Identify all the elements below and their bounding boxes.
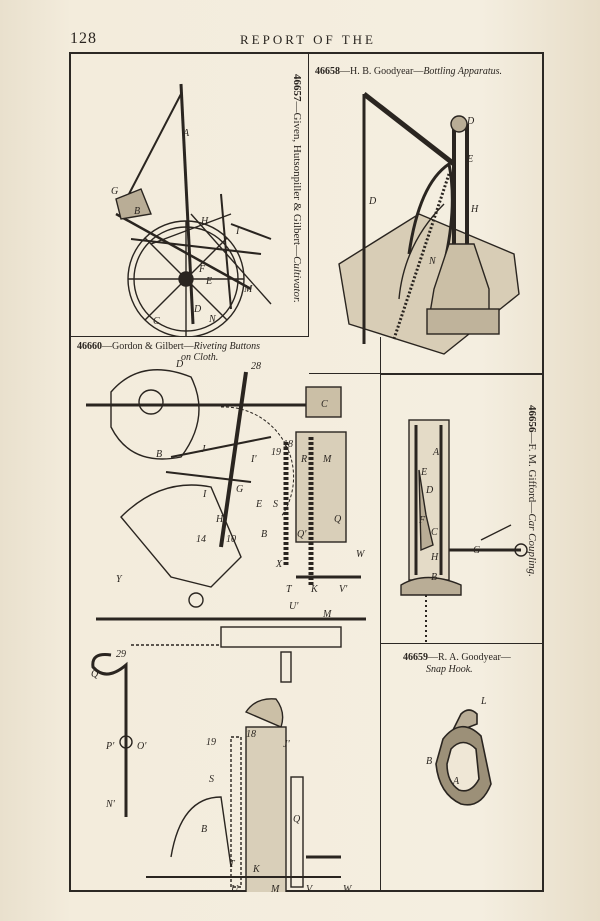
svg-text:29: 29 — [116, 649, 126, 660]
svg-text:C: C — [153, 316, 160, 327]
page-number: 128 — [70, 30, 97, 47]
svg-text:M: M — [322, 454, 332, 465]
svg-text:U: U — [231, 884, 239, 892]
svg-text:V: V — [306, 884, 314, 892]
caption-46660: 46660—Gordon & Gilbert—Riveting Buttons — [77, 341, 261, 352]
svg-text:N: N — [428, 256, 437, 267]
svg-text:M: M — [322, 609, 332, 620]
svg-text:E: E — [255, 499, 262, 510]
svg-text:19: 19 — [271, 447, 281, 458]
svg-text:O': O' — [137, 741, 147, 752]
svg-text:H: H — [430, 552, 439, 563]
svg-text:E: E — [466, 154, 473, 165]
svg-text:M: M — [243, 284, 253, 295]
svg-text:B: B — [426, 756, 432, 767]
svg-text:B: B — [156, 449, 162, 460]
figure-bottling-apparatus: 46658—H. B. Goodyear—Bottling Apparatus. — [309, 54, 544, 374]
svg-text:10: 10 — [226, 534, 236, 545]
svg-text:Q: Q — [91, 669, 99, 680]
svg-text:H: H — [215, 514, 224, 525]
svg-text:E: E — [420, 467, 427, 478]
snap-hook-illustration: L B A — [426, 696, 492, 806]
svg-text:B: B — [134, 206, 140, 217]
svg-text:A: A — [432, 447, 440, 458]
svg-text:Y: Y — [116, 574, 123, 585]
running-head: REPORT OF THE — [240, 32, 376, 47]
caption-46657: 46657—Given, Hutsonpiller & Gilbert—Cult… — [291, 74, 303, 303]
svg-text:U': U' — [289, 601, 299, 612]
svg-text:M: M — [270, 884, 280, 892]
svg-text:T: T — [229, 859, 236, 870]
svg-text:D: D — [175, 359, 184, 370]
svg-text:P': P' — [105, 741, 115, 752]
caption-46660-line2: on Cloth. — [181, 352, 219, 363]
car-coupling-illustration: A E D F C H B G — [400, 419, 528, 643]
svg-text:F: F — [418, 515, 426, 526]
svg-text:N': N' — [105, 799, 116, 810]
caption-46658: 46658—H. B. Goodyear—Bottling Apparatus. — [315, 66, 503, 77]
svg-text:L: L — [480, 696, 487, 707]
svg-text:C: C — [321, 399, 328, 410]
svg-text:G: G — [473, 545, 480, 556]
caption-46659-line2: Snap Hook. — [426, 664, 473, 675]
svg-text:K: K — [252, 864, 261, 875]
svg-text:Q': Q' — [297, 529, 307, 540]
svg-text:H: H — [470, 204, 479, 215]
svg-text:I': I' — [250, 454, 257, 465]
svg-text:Q: Q — [334, 514, 342, 525]
svg-text:A: A — [182, 128, 190, 139]
svg-text:14: 14 — [196, 534, 206, 545]
figure-snap-hook: 46659—R. A. Goodyear— Snap Hook. L B A — [381, 644, 544, 892]
caption-46659: 46659—R. A. Goodyear— — [403, 652, 511, 663]
page-header: 128 REPORT OF THE — [0, 30, 600, 50]
svg-text:A: A — [452, 776, 460, 787]
svg-text:19: 19 — [206, 737, 216, 748]
svg-text:I: I — [235, 226, 240, 237]
svg-text:D: D — [368, 196, 377, 207]
svg-text:G: G — [111, 186, 118, 197]
svg-text:28: 28 — [251, 361, 261, 372]
svg-text:D: D — [425, 485, 434, 496]
svg-text:Q: Q — [293, 814, 301, 825]
svg-text:B: B — [201, 824, 207, 835]
svg-text:E: E — [205, 276, 212, 287]
svg-text:N: N — [208, 314, 217, 325]
svg-text:T: T — [286, 584, 293, 595]
svg-text:S: S — [209, 774, 214, 785]
svg-text:C: C — [431, 527, 438, 538]
riveting-machine-illustration: D 28 C B J I' G E 19 18 R M I S H 14 10 — [86, 359, 366, 892]
figure-car-coupling: A E D F C H B G 46656—F. M. Gifford—Car … — [381, 374, 544, 644]
svg-text:X: X — [275, 559, 283, 570]
figure-cultivator: A B G H I M N D E F C 46657—Given, Hutso… — [71, 54, 309, 337]
svg-text:J': J' — [283, 739, 290, 750]
svg-text:H: H — [200, 216, 209, 227]
svg-text:K: K — [310, 584, 319, 595]
svg-text:G: G — [236, 484, 243, 495]
svg-text:B: B — [431, 572, 437, 583]
svg-text:B: B — [261, 529, 267, 540]
svg-text:18: 18 — [246, 729, 256, 740]
engraving-plate: A B G H I M N D E F C 46657—Given, Hutso… — [69, 52, 544, 892]
svg-text:R: R — [300, 454, 307, 465]
bottling-apparatus-illustration: D E H D N — [338, 92, 520, 355]
svg-text:F: F — [198, 264, 206, 275]
svg-text:W: W — [343, 884, 353, 892]
svg-text:S: S — [273, 499, 278, 510]
cultivator-illustration: A B G H I M N D E F C — [111, 83, 272, 336]
svg-text:D: D — [193, 304, 202, 315]
svg-text:D: D — [466, 116, 475, 127]
svg-text:W: W — [356, 549, 366, 560]
svg-text:J: J — [201, 444, 206, 455]
svg-text:V': V' — [339, 584, 348, 595]
figure-riveting-buttons: 46660—Gordon & Gilbert—Riveting Buttons … — [71, 337, 381, 892]
caption-46656: 46656—F. M. Gifford—Car Coupling. — [526, 405, 538, 577]
svg-text:18: 18 — [283, 439, 293, 450]
svg-text:I: I — [202, 489, 207, 500]
